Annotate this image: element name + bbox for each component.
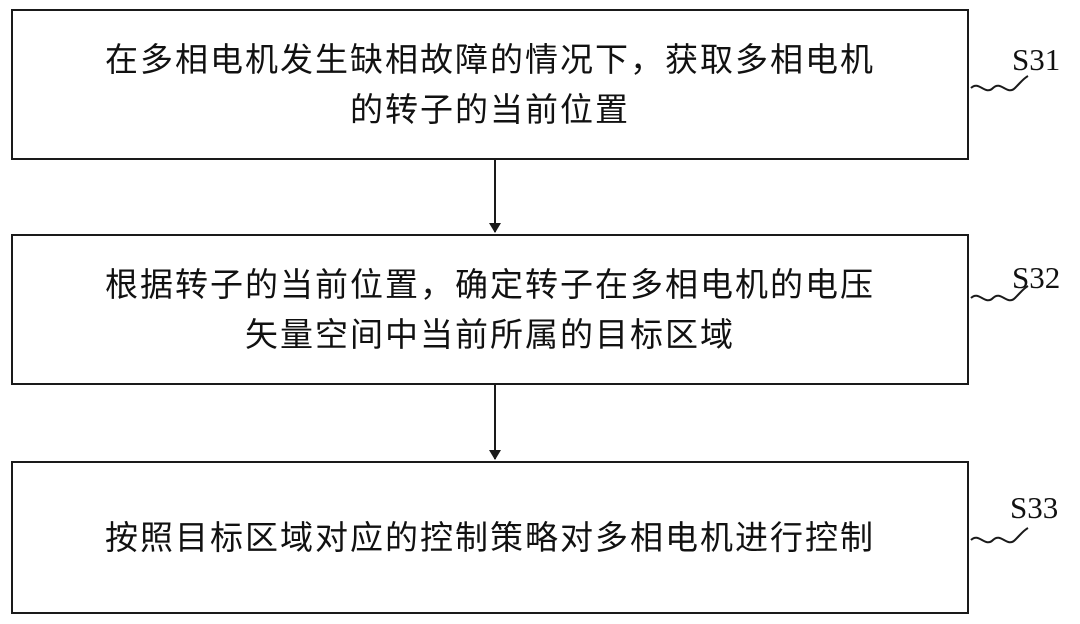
step-label-s33: S33 xyxy=(1010,490,1059,525)
leader-squiggle-s32 xyxy=(970,285,1029,302)
step-s33-text-line-1: 按照目标区域对应的控制策略对多相电机进行控制 xyxy=(105,517,875,557)
leader-squiggle-s33 xyxy=(970,527,1029,544)
step-box-s33: 按照目标区域对应的控制策略对多相电机进行控制 xyxy=(11,461,969,614)
step-s32-text-line-2: 矢量空间中当前所属的目标区域 xyxy=(245,314,735,354)
step-s31-text-line-2: 的转子的当前位置 xyxy=(350,89,630,129)
step-s31-text-line-1: 在多相电机发生缺相故障的情况下，获取多相电机 xyxy=(105,39,875,79)
step-s32-text-line-1: 根据转子的当前位置，确定转子在多相电机的电压 xyxy=(105,264,875,304)
step-box-s31: 在多相电机发生缺相故障的情况下，获取多相电机 的转子的当前位置 xyxy=(11,9,969,160)
step-label-s32: S32 xyxy=(1012,260,1061,295)
step-label-s31: S31 xyxy=(1012,42,1061,77)
step-box-s32: 根据转子的当前位置，确定转子在多相电机的电压 矢量空间中当前所属的目标区域 xyxy=(11,234,969,385)
leader-squiggle-s31 xyxy=(970,75,1029,92)
